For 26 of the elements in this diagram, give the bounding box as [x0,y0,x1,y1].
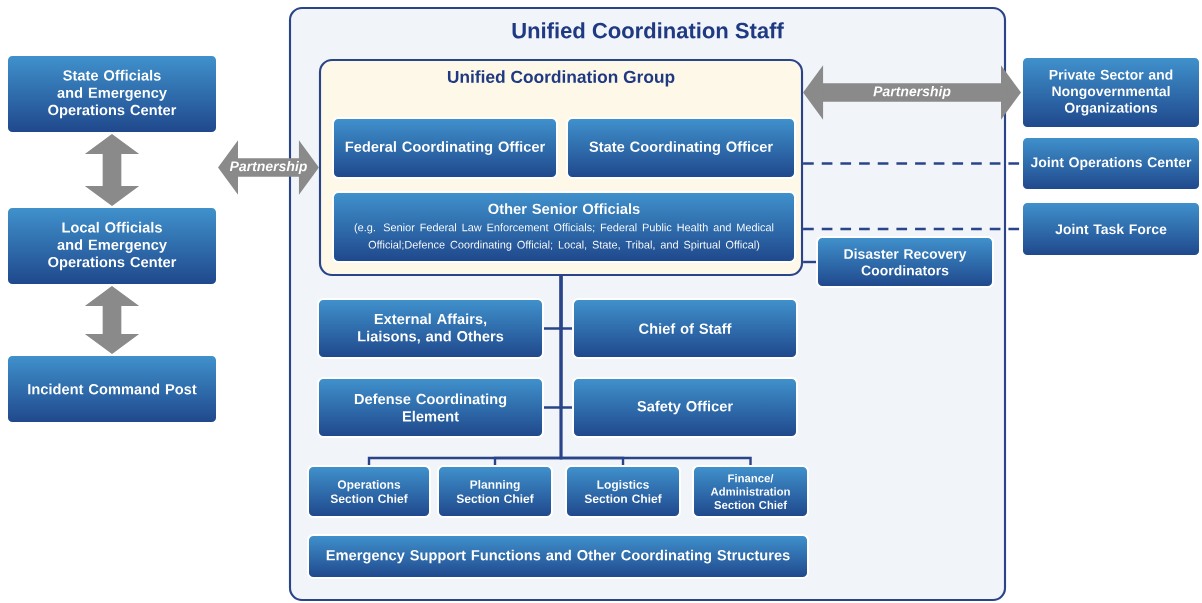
role-box: External Affairs, Liaisons, and Others [317,298,544,359]
role-box: Other Senior Officials (e.g. Senior Federal Law Enforcement Officials; Federal Public Health and Medical Official;Defence Coordinating Official; Local, State, Tribal, and Spirtual Offical) [332,191,796,263]
connector-line [559,276,752,465]
role-box: Planning Section Chief [437,465,553,518]
connector-line [803,260,816,264]
double-arrow [803,65,1021,120]
role-box: Joint Task Force [1021,201,1201,257]
role-box: Federal Coordinating Officer [332,117,558,179]
role-box: Emergency Support Functions and Other Coordinating Structures [307,534,809,579]
role-box: Chief of Staff [572,298,798,359]
role-box: Finance/ Administration Section Chief [692,465,809,518]
double-arrow [84,134,140,206]
double-arrow [84,286,140,354]
dashed-line [803,227,1021,231]
dashed-line [803,162,1021,165]
role-box: Joint Operations Center [1021,136,1201,191]
role-box: Incident Command Post [6,354,218,424]
role-box: State Officials and Emergency Operations Center [6,54,218,134]
role-box: Defense Coordinating Element [317,377,544,438]
role-box: Disaster Recovery Coordinators [816,236,994,288]
role-box: Logistics Section Chief [565,465,681,518]
role-box: Private Sector and Nongovernmental Organizations [1021,56,1201,129]
role-box: Operations Section Chief [307,465,431,518]
role-box: Local Officials and Emergency Operations Center [6,206,218,286]
role-box: State Coordinating Officer [566,117,796,179]
role-box: Safety Officer [572,377,798,438]
